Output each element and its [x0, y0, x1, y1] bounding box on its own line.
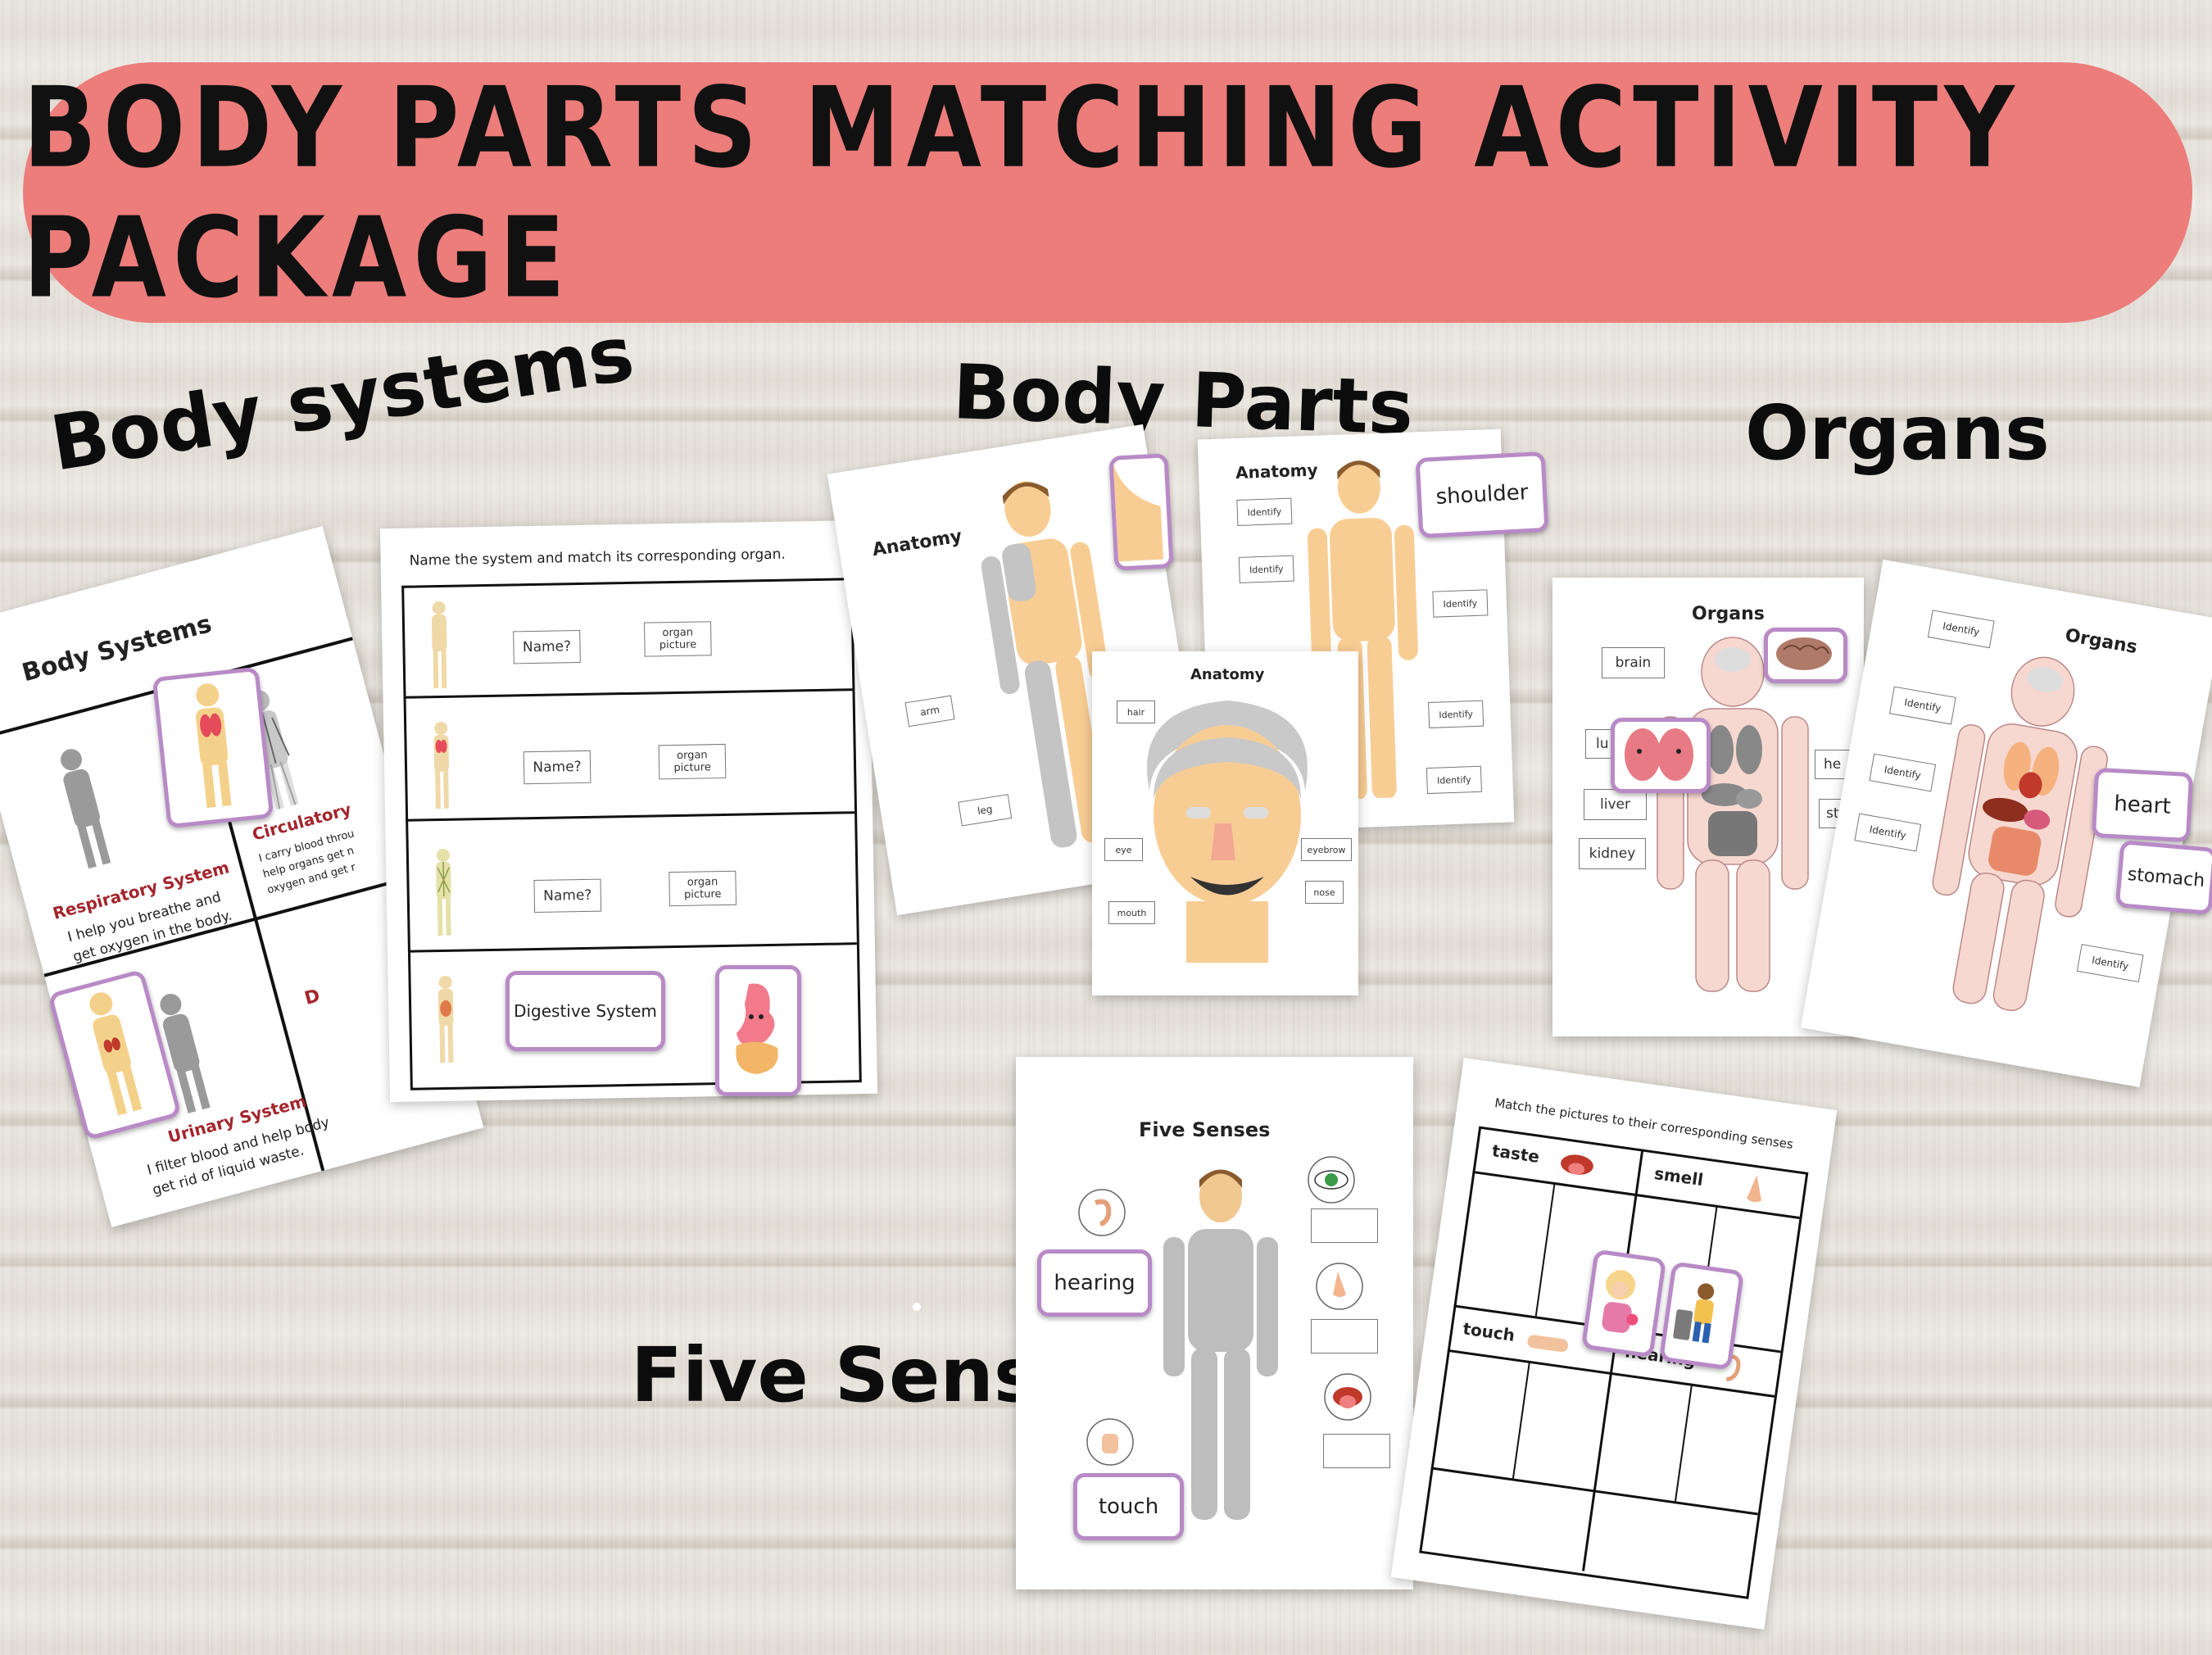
- nose-icon: [1316, 1263, 1363, 1310]
- stomach-tag-card[interactable]: [715, 965, 801, 1096]
- grey-body-figure-icon: [1163, 1169, 1278, 1520]
- system-figure-4-icon: [437, 975, 454, 1063]
- digestive-system-tag[interactable]: Digestive System: [505, 971, 665, 1051]
- ear-icon: [1078, 1189, 1126, 1236]
- identify-box-1[interactable]: Identify: [1236, 497, 1293, 526]
- organs2-identify-3[interactable]: Identify: [1869, 753, 1937, 792]
- urinary-figure-icon: [160, 993, 211, 1114]
- stomach-tag[interactable]: stomach: [2115, 840, 2212, 915]
- shoulder-closeup-card[interactable]: [1108, 453, 1174, 571]
- organs-title-2: Organs: [2063, 625, 2139, 659]
- heart-tag[interactable]: heart: [2091, 767, 2194, 843]
- anatomy-face-sheet: Anatomy hair eye eyebrow nose mouth: [1092, 651, 1358, 995]
- five-senses-title: Five Senses: [1139, 1118, 1271, 1141]
- face-figure-icon: [1147, 701, 1308, 963]
- shoulder-tag[interactable]: shoulder: [1415, 451, 1549, 539]
- tongue-icon: [1324, 1373, 1371, 1421]
- nose-small-icon: [1747, 1175, 1762, 1203]
- anatomy-title-1: Anatomy: [871, 526, 964, 561]
- anatomy-sheet-full-body: Anatomy arm leg: [827, 424, 1213, 916]
- respiratory-tag-card[interactable]: [152, 666, 274, 829]
- name-box-2[interactable]: Name?: [523, 750, 592, 785]
- respiratory-figure-icon: [196, 683, 232, 809]
- organs2-identify-4[interactable]: Identify: [1854, 813, 1922, 852]
- title-banner: BODY PARTS MATCHING ACTIVITY PACKAGE: [23, 62, 2192, 323]
- banner-title: BODY PARTS MATCHING ACTIVITY PACKAGE: [23, 62, 2021, 323]
- liver-label[interactable]: liver: [1584, 789, 1647, 820]
- five-senses-sheet-1: Five Senses: [1016, 1057, 1413, 1589]
- organ-box-1-line2: picture: [659, 638, 697, 652]
- senses-blank-1[interactable]: [1311, 1208, 1378, 1243]
- girl-smelling-flower-icon: [1602, 1270, 1639, 1333]
- organs-title-1: Organs: [1692, 604, 1765, 624]
- label-organs: Organs: [1745, 389, 2050, 477]
- organ-box-3[interactable]: organ picture: [669, 870, 737, 907]
- match-instruction: Name the system and match its correspond…: [409, 546, 786, 569]
- organ-box-2-line1: organ: [676, 749, 708, 762]
- d-letter: D: [302, 985, 323, 1009]
- cartoon-lungs-icon: [1625, 728, 1693, 781]
- smell-picture-card-2[interactable]: [1658, 1261, 1745, 1371]
- hand-small-icon: [1527, 1335, 1569, 1353]
- identify-box-3[interactable]: Identify: [1432, 589, 1489, 618]
- hair-label[interactable]: hair: [1117, 701, 1155, 723]
- anatomy-title-3: Anatomy: [1190, 666, 1265, 683]
- lungs-figure-icon: [60, 749, 111, 869]
- eyebrow-label[interactable]: eyebrow: [1301, 838, 1352, 861]
- eye-label[interactable]: eye: [1104, 838, 1143, 861]
- eye-icon: [1308, 1156, 1355, 1204]
- decorative-dot: [913, 1303, 921, 1311]
- lungs-tag-card[interactable]: [1611, 718, 1711, 793]
- kidney-label[interactable]: kidney: [1579, 838, 1646, 869]
- five-senses-sheet-2: Match the pictures to their correspondin…: [1390, 1058, 1838, 1630]
- urinary-tag-card[interactable]: [48, 968, 182, 1141]
- arm-label[interactable]: arm: [904, 695, 955, 728]
- organ-box-3-line1: organ: [687, 876, 718, 889]
- system-figure-1-icon: [431, 601, 447, 689]
- identify-box-4[interactable]: Identify: [1428, 700, 1484, 728]
- brain-tag-card[interactable]: [1764, 628, 1847, 683]
- cartoon-stomach-icon: [736, 983, 778, 1074]
- hand-icon: [1086, 1418, 1134, 1466]
- touch-tag[interactable]: touch: [1073, 1473, 1184, 1540]
- hearing-tag[interactable]: hearing: [1037, 1249, 1152, 1317]
- nose-label[interactable]: nose: [1305, 881, 1344, 904]
- organ-box-3-line2: picture: [683, 888, 722, 901]
- system-figure-3-icon: [436, 848, 451, 936]
- organs2-identify-1[interactable]: Identify: [1927, 610, 1995, 649]
- identify-box-5[interactable]: Identify: [1426, 765, 1482, 795]
- smell-picture-card-1[interactable]: [1580, 1249, 1667, 1358]
- organ-box-1[interactable]: organ picture: [643, 621, 712, 657]
- senses-blank-2[interactable]: [1311, 1319, 1378, 1353]
- leg-label[interactable]: leg: [958, 794, 1013, 827]
- boy-trash-can-icon: [1673, 1283, 1715, 1344]
- brain-icon: [1776, 637, 1832, 670]
- tongue-small-icon: [1561, 1154, 1593, 1175]
- human-body-figure-icon: [981, 481, 1109, 848]
- name-box-3[interactable]: Name?: [533, 878, 602, 914]
- organ-box-2-line2: picture: [673, 761, 711, 775]
- shoulder-closeup-icon: [1113, 463, 1164, 562]
- senses-blank-3[interactable]: [1323, 1434, 1390, 1468]
- identify-box-2[interactable]: Identify: [1238, 555, 1294, 583]
- organ-box-1-line1: organ: [662, 626, 694, 640]
- system-figure-2-icon: [433, 721, 450, 809]
- ear-small-icon: [1725, 1353, 1741, 1382]
- urinary-organs-icon: [89, 992, 143, 1116]
- mouth-label[interactable]: mouth: [1108, 901, 1155, 924]
- organs-body-figure-icon: [1657, 637, 1809, 992]
- name-box-1[interactable]: Name?: [513, 630, 581, 664]
- match-worksheet: Name the system and match its correspond…: [379, 519, 878, 1103]
- brain-label[interactable]: brain: [1602, 647, 1665, 678]
- organ-box-2[interactable]: organ picture: [658, 743, 727, 780]
